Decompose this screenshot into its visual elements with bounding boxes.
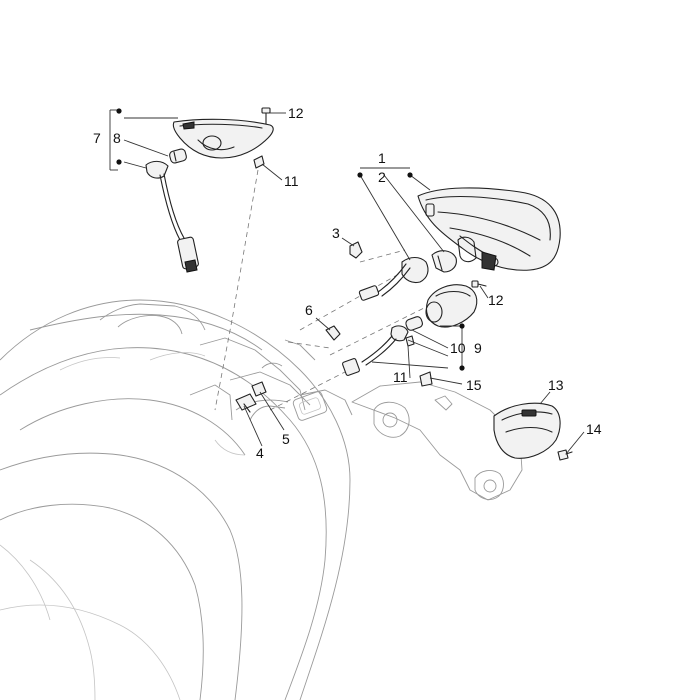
rear-bulb	[431, 250, 457, 273]
assembly-dashed-lines	[214, 169, 441, 411]
bracket-clip	[419, 371, 433, 387]
callout-4: 4	[256, 445, 264, 461]
callout-8: 8	[113, 130, 121, 146]
callout-2: 2	[378, 169, 386, 185]
callout-14: 14	[586, 421, 602, 437]
scooter-body-outline	[0, 299, 353, 700]
callout-12-top: 12	[288, 105, 304, 121]
callout-bullets	[116, 108, 465, 371]
callout-3: 3	[332, 225, 340, 241]
connector-4	[235, 393, 257, 413]
rear-tail-light-housing	[417, 187, 561, 271]
callout-10: 10	[450, 340, 466, 356]
callout-11-mid: 11	[393, 369, 408, 385]
screw-14	[557, 449, 573, 461]
callout-13: 13	[548, 377, 564, 393]
callout-1: 1	[378, 150, 386, 166]
rear-bulb-socket-harness	[358, 256, 429, 301]
callout-labels: 7 8 12 11 1 2 3 12 6 10 9 11 15 13 14 4 …	[93, 105, 602, 461]
retaining-clip	[349, 241, 363, 259]
rear-turn-bulb	[405, 316, 423, 331]
callout-15: 15	[466, 377, 482, 393]
leader-lines	[109, 109, 585, 455]
license-plate-light	[493, 402, 561, 459]
callout-7: 7	[93, 130, 101, 146]
clip-11-top	[253, 155, 265, 169]
callout-12-right: 12	[488, 292, 504, 308]
front-bulb	[169, 148, 187, 164]
screw-12-right	[471, 280, 487, 288]
connector-5	[251, 381, 267, 397]
screw-12-top	[261, 107, 271, 125]
rear-turn-signal-lens	[425, 284, 478, 328]
callout-5: 5	[282, 431, 290, 447]
callout-9: 9	[474, 340, 482, 356]
callout-6: 6	[305, 302, 313, 318]
callout-11-top: 11	[284, 173, 299, 189]
front-bulb-socket-harness	[145, 160, 199, 273]
rear-turn-socket-harness	[342, 325, 409, 376]
front-turn-signal-lens	[172, 118, 274, 159]
